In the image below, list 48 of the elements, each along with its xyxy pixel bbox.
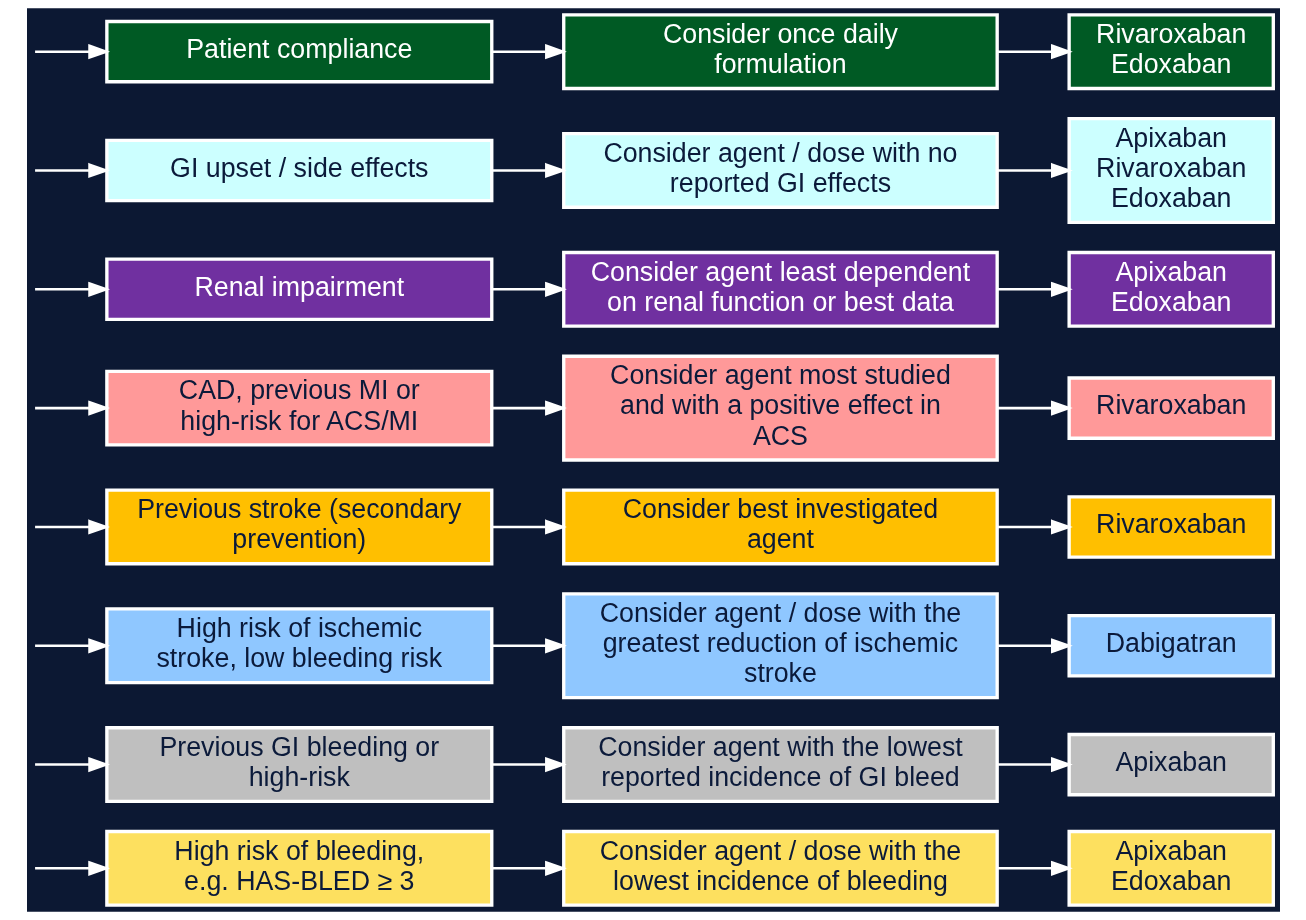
node-box: Patient compliance	[104, 19, 493, 84]
arrow	[996, 638, 1073, 654]
arrow	[34, 638, 110, 654]
node-box: Consider best investigated agent	[561, 488, 999, 566]
node-box: High risk of ischemic stroke, low bleeding risk	[104, 607, 493, 685]
node-box: Apixaban Edoxaban	[1066, 829, 1275, 907]
arrow	[491, 162, 567, 179]
node-box: Rivaroxaban Edoxaban	[1066, 13, 1275, 91]
node-box: Apixaban	[1066, 732, 1275, 797]
arrow	[34, 756, 110, 773]
node-box: Consider agent least dependent on renal function or best data	[561, 250, 999, 328]
arrow	[34, 44, 110, 60]
arrow	[491, 400, 567, 416]
node-box: Consider agent with the lowest reported incidence of GI bleed	[561, 726, 999, 804]
arrow	[491, 860, 567, 876]
node-box: High risk of bleeding, e.g. HAS-BLED ≥ 3	[104, 829, 493, 907]
arrow	[491, 638, 567, 654]
node-box: CAD, previous MI or high-risk for ACS/MI	[104, 369, 493, 447]
arrow	[34, 400, 110, 416]
arrow	[996, 162, 1073, 179]
arrow	[996, 281, 1073, 297]
node-box: Consider agent most studied and with a positive effect in ACS	[561, 354, 999, 462]
node-box: Previous stroke (secondary prevention)	[104, 488, 493, 566]
arrow	[34, 860, 110, 876]
node-box: Previous GI bleeding or high-risk	[104, 726, 493, 804]
node-box: Apixaban Rivaroxaban Edoxaban	[1066, 116, 1275, 225]
arrow	[34, 162, 110, 179]
arrow	[996, 400, 1073, 416]
arrow	[491, 281, 567, 297]
node-box: Consider agent / dose with the greatest reduction of ischemic stroke	[561, 592, 999, 700]
node-box: GI upset / side effects	[104, 138, 493, 203]
arrow	[491, 519, 567, 535]
node-box: Consider once daily formulation	[561, 13, 999, 91]
arrow	[491, 756, 567, 773]
arrow	[996, 44, 1073, 60]
node-box: Renal impairment	[104, 257, 493, 322]
node-box: Dabigatran	[1066, 613, 1275, 678]
node-box: Rivaroxaban	[1066, 376, 1275, 440]
arrow	[996, 756, 1073, 773]
node-box: Consider agent / dose with the lowest incidence of bleeding	[561, 829, 999, 907]
arrow	[34, 519, 110, 535]
node-box: Rivaroxaban	[1066, 495, 1275, 559]
node-box: Apixaban Edoxaban	[1066, 250, 1275, 328]
arrow	[34, 281, 110, 297]
arrow	[996, 860, 1073, 876]
arrow	[491, 44, 567, 60]
arrow	[996, 519, 1073, 535]
node-box: Consider agent / dose with no reported GI effects	[561, 132, 999, 209]
